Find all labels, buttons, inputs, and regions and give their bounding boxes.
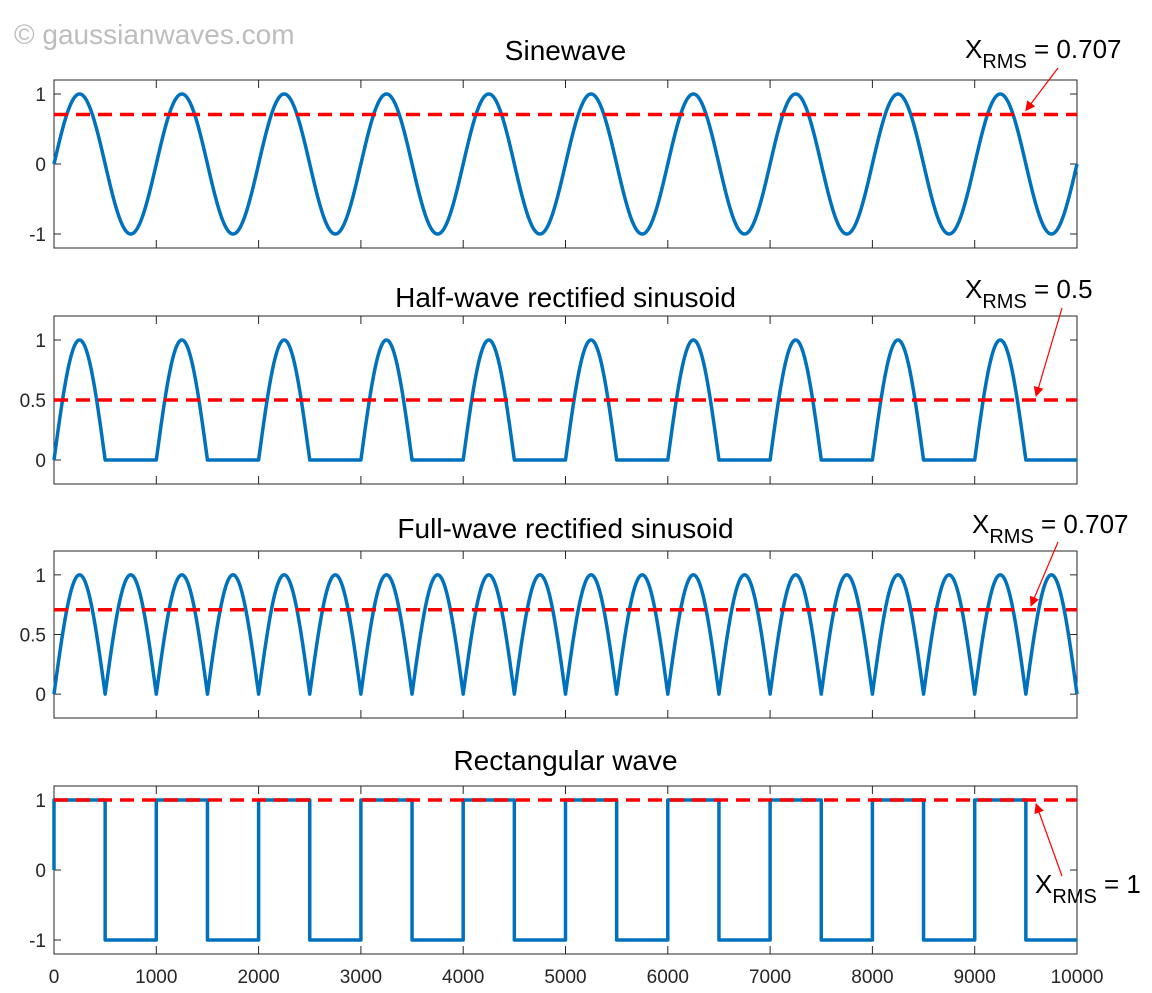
x-tick-label: 4000 <box>442 967 484 988</box>
chart-title: Half-wave rectified sinusoid <box>395 282 736 313</box>
signal-line <box>52 798 1077 942</box>
x-tick-label: 2000 <box>237 967 279 988</box>
x-tick-label: 1000 <box>135 967 177 988</box>
y-tick-label: 0.5 <box>20 626 46 647</box>
x-tick-label: 7000 <box>749 967 791 988</box>
x-tick-label: 8000 <box>851 967 893 988</box>
annotation-arrow <box>1034 803 1063 877</box>
annotation-arrow <box>1029 541 1059 607</box>
y-tick-label: -1 <box>29 225 46 246</box>
x-tick-label: 0 <box>49 967 60 988</box>
chart-title: Sinewave <box>505 35 626 66</box>
y-tick-label: 0 <box>35 451 46 472</box>
x-tick-label: 3000 <box>340 967 382 988</box>
y-tick-label: -1 <box>29 931 46 952</box>
signal-line <box>52 92 1079 236</box>
y-tick-label: 1 <box>35 791 46 812</box>
x-tick-label: 5000 <box>544 967 586 988</box>
y-tick-label: 1 <box>35 331 46 352</box>
annotation-arrow <box>1025 67 1059 112</box>
signal-line <box>52 573 1079 696</box>
panel-2: Half-wave rectified sinusoid 0 0.5 1 XRMS = … <box>20 274 1093 485</box>
signal-line <box>52 338 1079 462</box>
chart-title: Rectangular wave <box>453 745 677 776</box>
rms-annotation: XRMS = 0.707 <box>965 34 1122 73</box>
x-tick-label: 6000 <box>647 967 689 988</box>
y-tick-label: 1 <box>35 566 46 587</box>
rms-annotation: XRMS = 0.5 <box>965 274 1093 313</box>
watermark: © gaussianwaves.com <box>14 19 295 50</box>
panel-3: Full-wave rectified sinusoid 0 0.5 1 XRMS = … <box>20 509 1129 719</box>
y-tick-label: 0.5 <box>20 391 46 412</box>
x-tick-label: 10000 <box>1051 967 1104 988</box>
y-tick-label: 0 <box>35 155 46 176</box>
y-tick-label: 0 <box>35 685 46 706</box>
annotation-arrow <box>1033 307 1063 397</box>
y-tick-label: 0 <box>35 861 46 882</box>
rms-annotation: XRMS = 0.707 <box>972 509 1129 548</box>
y-tick-label: 1 <box>35 85 46 106</box>
panel-1: Sinewave -1 0 1 XRMS = 0.707 <box>29 34 1122 249</box>
x-tick-label: 9000 <box>954 967 996 988</box>
rms-annotation: XRMS = 1 <box>1035 869 1141 908</box>
chart-title: Full-wave rectified sinusoid <box>397 513 733 544</box>
